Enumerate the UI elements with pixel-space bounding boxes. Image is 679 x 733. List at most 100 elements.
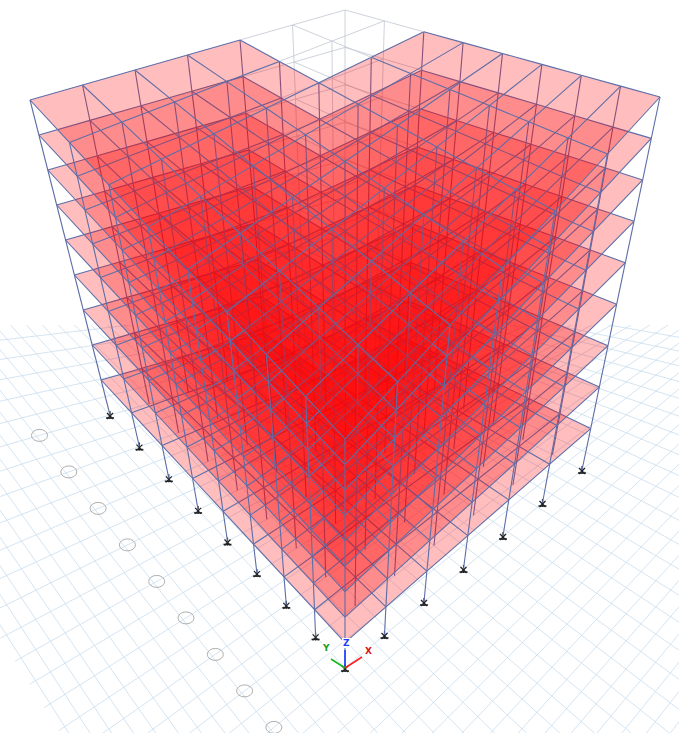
beam-line — [193, 479, 224, 512]
beam-line — [201, 166, 254, 197]
beam-line — [476, 168, 515, 189]
beam-line — [503, 211, 556, 268]
beam-line — [293, 10, 346, 25]
beam-line — [345, 162, 384, 189]
column-line — [444, 356, 447, 387]
grid-bubble — [149, 575, 165, 587]
beam-line — [424, 168, 477, 215]
column-line — [393, 438, 394, 466]
beam-line — [520, 387, 564, 428]
beam-line — [450, 54, 503, 90]
column-line — [266, 354, 268, 382]
beam-line — [188, 270, 227, 312]
column-line — [234, 370, 237, 399]
beam-line — [280, 521, 313, 556]
column-line — [447, 325, 450, 356]
beam-line — [489, 64, 542, 105]
grid-bubble — [61, 466, 77, 478]
column-line — [309, 477, 310, 504]
beam-line — [188, 40, 241, 55]
column-line — [427, 540, 430, 571]
column-line — [280, 521, 282, 549]
grid-bubble — [207, 648, 223, 660]
beam-line — [411, 293, 450, 325]
beam-line — [371, 57, 410, 73]
beam-line — [315, 610, 346, 643]
beam-line — [358, 293, 411, 345]
column-line — [282, 549, 284, 577]
beam-line — [155, 413, 187, 447]
beam-line — [332, 229, 371, 261]
beam-line — [384, 21, 423, 32]
beam-line — [568, 138, 607, 154]
beam-line — [384, 188, 423, 215]
beam-line — [463, 190, 515, 242]
beam-line — [266, 354, 305, 396]
beam-line — [306, 135, 345, 162]
beam-line — [424, 32, 463, 43]
beam-line — [463, 43, 502, 54]
beam-line — [227, 271, 280, 312]
beam-line — [279, 229, 332, 270]
column-line — [424, 571, 427, 602]
beam-line — [83, 310, 116, 345]
beam-line — [266, 83, 319, 109]
beam-line — [313, 583, 345, 617]
beam-line — [227, 312, 266, 354]
beam-line — [253, 135, 306, 166]
column-line — [237, 399, 240, 428]
beam-line — [515, 425, 557, 463]
column-line — [490, 335, 494, 368]
column-line — [396, 382, 397, 410]
beam-line — [187, 447, 219, 481]
beam-line — [227, 61, 280, 81]
beam-line — [240, 40, 279, 61]
x-axis — [345, 657, 362, 668]
beam-line — [477, 428, 521, 469]
beam-line — [509, 464, 550, 500]
grid-bubble — [90, 502, 106, 514]
column-line — [312, 557, 313, 584]
column-line — [485, 368, 489, 402]
beam-line — [621, 86, 660, 97]
column-line — [307, 423, 308, 450]
beam-line — [293, 198, 332, 230]
beam-line — [294, 47, 345, 62]
beam-line — [306, 345, 359, 397]
column-line — [390, 494, 391, 522]
beam-line — [135, 55, 188, 70]
beam-line — [240, 234, 279, 271]
beam-line — [437, 147, 476, 168]
beam-line — [386, 571, 427, 607]
column-line — [389, 523, 391, 551]
beam-line — [161, 134, 214, 160]
axis-label: Y — [322, 643, 331, 653]
beam-line — [430, 502, 472, 540]
column-line — [311, 530, 312, 557]
beam-line — [608, 97, 661, 154]
beam-line — [293, 162, 346, 198]
beam-line — [174, 102, 213, 134]
column-line — [344, 490, 345, 515]
beam-line — [188, 55, 227, 82]
beam-line — [214, 108, 266, 134]
column-line — [464, 536, 468, 569]
beam-line — [437, 106, 490, 147]
column-line — [345, 10, 346, 47]
beam-line — [424, 215, 463, 242]
beam-line — [557, 387, 599, 425]
column-line — [227, 312, 230, 341]
beam-line — [266, 308, 319, 355]
beam-line — [581, 75, 620, 86]
beam-line — [345, 126, 398, 162]
beam-line — [516, 138, 569, 190]
beam-line — [411, 73, 450, 89]
beam-line — [319, 57, 372, 83]
beam-line — [284, 577, 315, 610]
column-line — [271, 410, 273, 438]
column-line — [308, 450, 309, 477]
beam-line — [219, 481, 251, 515]
beam-line — [358, 104, 397, 125]
column-line — [284, 577, 286, 605]
y-axis — [331, 659, 345, 668]
